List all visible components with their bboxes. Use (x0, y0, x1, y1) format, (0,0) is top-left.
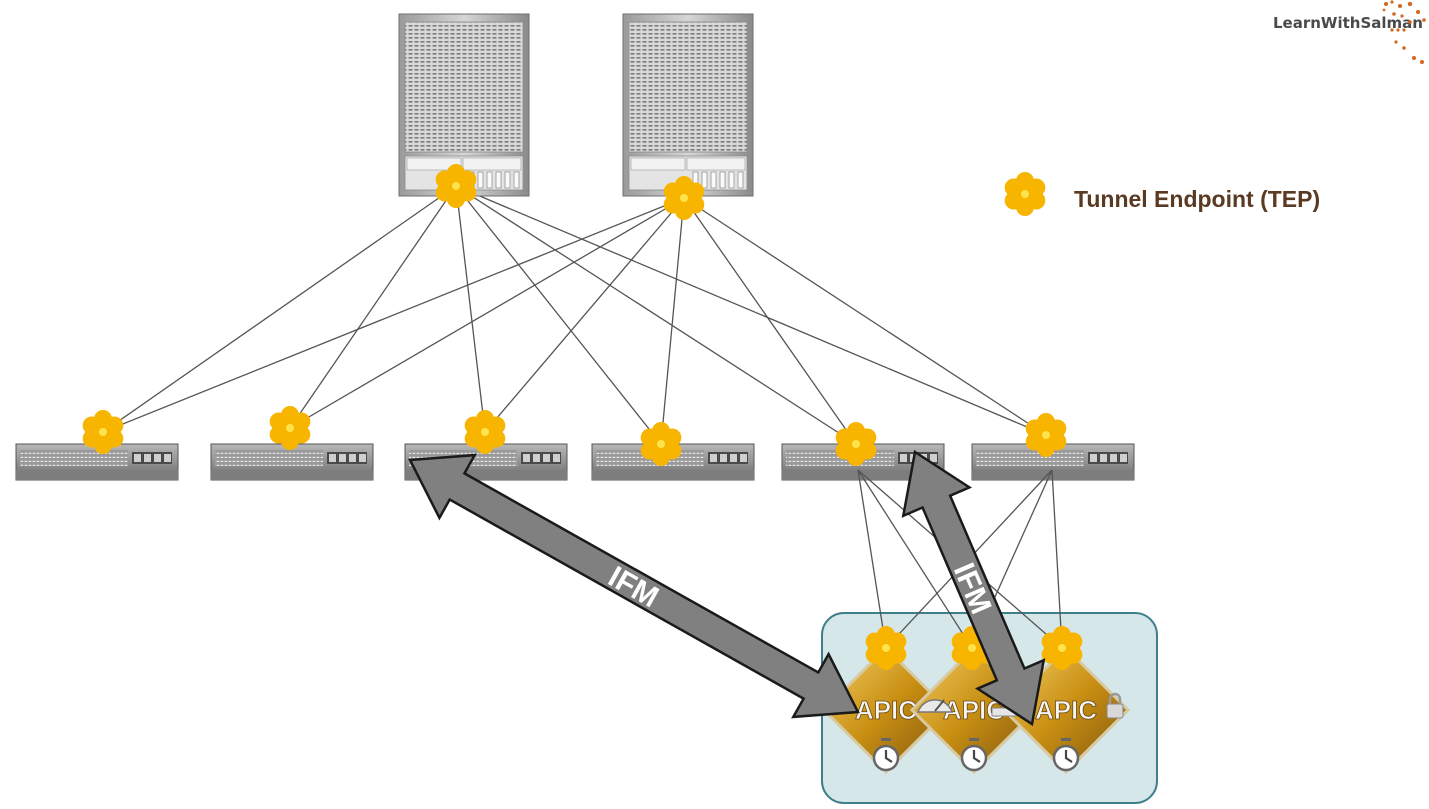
brand-sunburst-icon (1382, 0, 1426, 64)
leaf-switch (971, 443, 1135, 481)
apic-controller: APIC (821, 645, 951, 775)
legend-label: Tunnel Endpoint (TEP) (1074, 186, 1321, 212)
spine-switch (398, 13, 530, 197)
tep-flower-icon (269, 406, 311, 450)
legend-tep-icon (1004, 172, 1046, 216)
lock-icon (1106, 692, 1124, 719)
clock-icon (872, 738, 900, 772)
clock-icon (1052, 738, 1080, 772)
clock-icon (960, 738, 988, 772)
fabric-links (102, 185, 1047, 445)
brand-logo-text: LearnWithSalman (1273, 14, 1423, 32)
spine-switch (622, 13, 754, 197)
apic-label: APIC (855, 695, 917, 725)
gauge-icon (916, 699, 954, 713)
leaf-switches (15, 443, 1135, 481)
leaf-switch (210, 443, 374, 481)
apic-label: APIC (1035, 695, 1097, 725)
